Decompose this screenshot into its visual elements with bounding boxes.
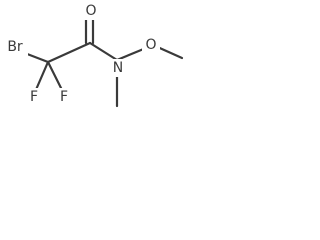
bond-c-f-left [33,60,50,94]
bond-c-n [88,41,119,62]
atom-ether-oxygen: O [145,37,156,53]
atom-fluorine-right: F [60,89,68,105]
atom-fluorine-left: F [30,89,38,105]
atom-amide-nitrogen: N [113,60,123,76]
bond-c-c-carbonyl [46,41,92,64]
bond-c-f-right [46,60,65,94]
bond-n-o [115,46,148,62]
structure-diagram: Br F F O N O [4,2,184,108]
atom-bromine: Br [7,39,23,55]
atom-carbonyl-oxygen: O [85,3,96,19]
